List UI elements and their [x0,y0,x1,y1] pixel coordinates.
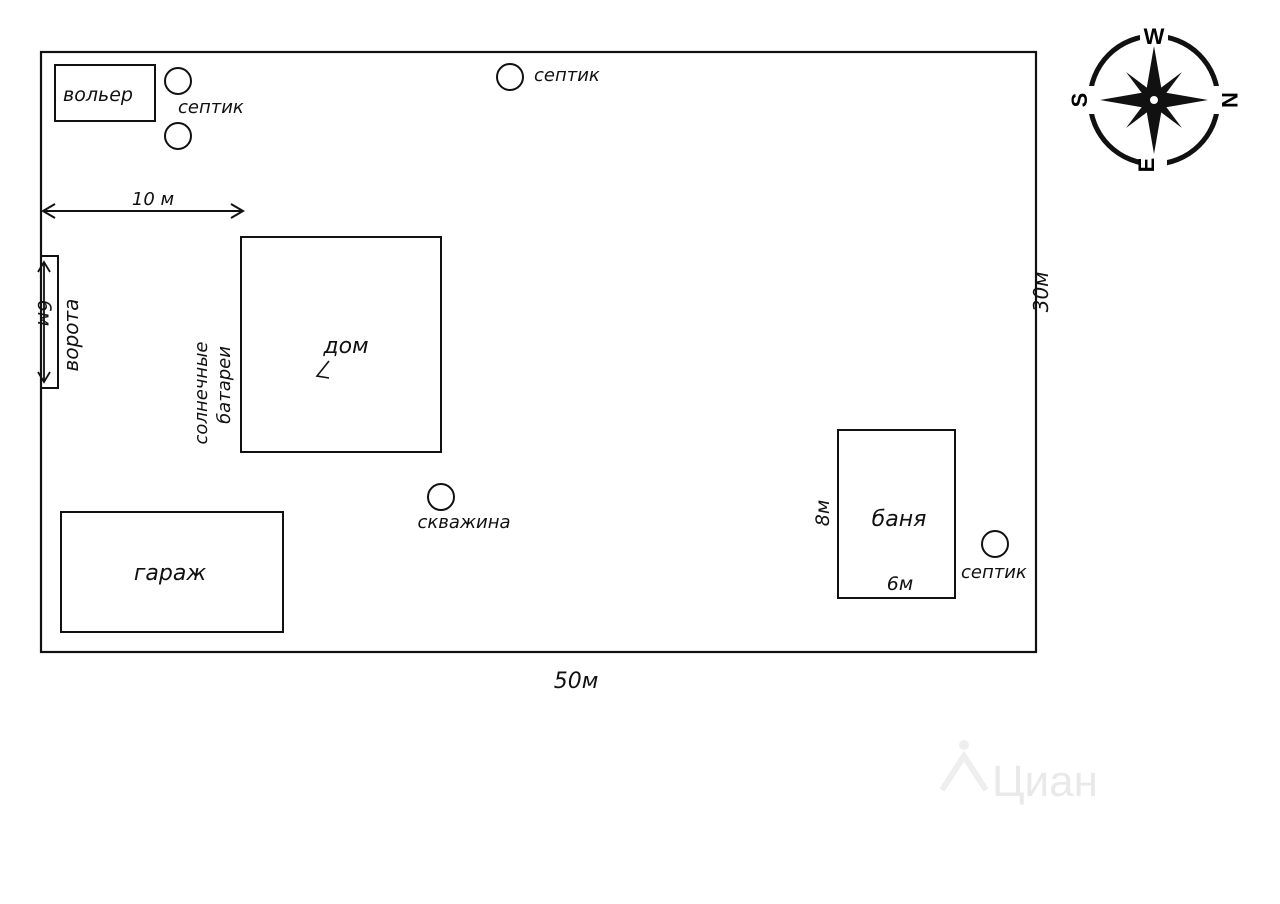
gate-outline [40,255,59,389]
gate-width-arrowhead-bottom [37,371,51,384]
solar-panels-label-line1: солнечные [191,342,212,445]
plot-width-label: 50м [554,669,599,694]
compass-point-main-c [1100,92,1154,108]
enclosure-outline [54,64,156,122]
watermark-logo-dot [959,740,969,750]
gate-offset-arrowhead-right [230,203,245,219]
septic-top-center-circle [496,63,524,91]
solar-panels-label-line2: батареи [214,346,235,424]
watermark-text: Циан [992,757,1098,806]
compass-gap-north [1140,26,1168,46]
septic-tl-circle-2 [164,122,192,150]
watermark-logo-mark [939,750,989,792]
compass-label-w: W [1144,24,1165,49]
enclosure-label: вольер [63,84,133,106]
compass-gap-west [1076,86,1098,114]
gate-offset-arrowhead-left [41,203,56,219]
compass-label-n: N [1217,92,1242,108]
bathhouse-label: баня [872,507,927,532]
septic-top-left-label: септик [178,97,244,118]
bathhouse-outline [837,429,956,599]
compass-point-main-d [1154,92,1208,108]
bathhouse-width-label: 6м [887,573,913,595]
compass-point-main-a [1146,46,1162,100]
compass-gap-east [1210,86,1232,114]
septic-right-circle [981,530,1009,558]
gate-width-arrowhead-top [37,260,51,273]
house-outline [240,236,442,453]
gate-offset-label: 10 м [132,189,174,210]
gate-width-label: 6м [33,300,55,326]
house-label-flourish [315,360,330,379]
plot-depth-label: 30м [1029,272,1053,313]
watermark: Циан [939,740,1098,806]
compass-center [1148,94,1160,106]
well-label: скважина [417,512,510,533]
bathhouse-depth-label: 8м [812,500,834,526]
well-circle [427,483,455,511]
septic-top-center-label: септик [534,65,600,86]
compass-label-e: E [1134,158,1159,173]
septic-right-label: септик [961,562,1027,583]
septic-tl-circle-1 [164,67,192,95]
house-label: дом [322,334,368,359]
compass-rose: W E S N [1067,24,1242,177]
garage-label: гараж [134,561,206,586]
compass-label-s: S [1067,93,1092,108]
compass-gap-south [1141,155,1167,177]
gate-label: ворота [59,299,83,372]
compass-point-main-b [1146,100,1162,154]
garage-outline [60,511,284,633]
